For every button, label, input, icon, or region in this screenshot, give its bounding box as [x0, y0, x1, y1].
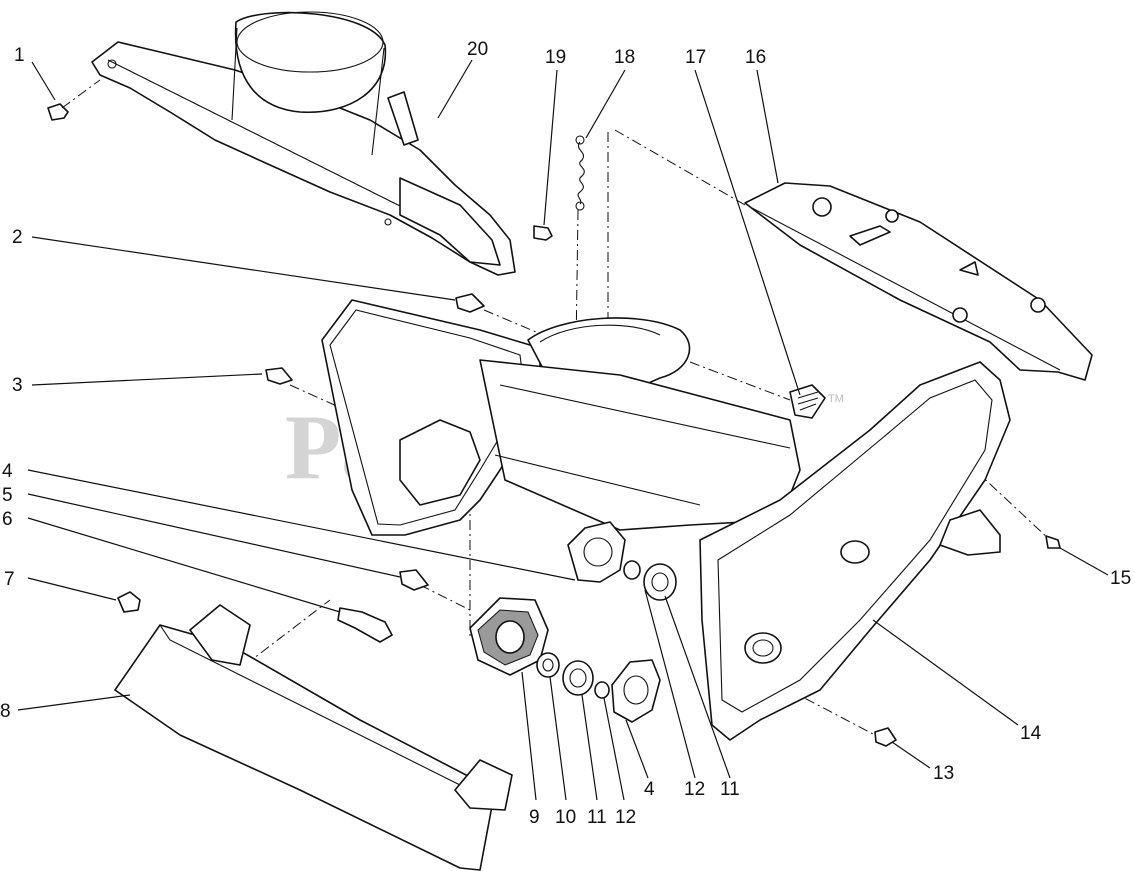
callout-13: 13 — [933, 763, 954, 784]
callout-10: 10 — [555, 807, 576, 828]
callout-20: 20 — [467, 39, 488, 60]
callout-labels: 1 2 3 4 5 6 7 8 9 10 11 12 4 12 11 13 14… — [0, 39, 1131, 828]
callout-18: 18 — [614, 47, 635, 68]
part-3-bolt — [265, 367, 293, 385]
part-2-bolt — [455, 293, 485, 313]
callout-4-lower: 4 — [644, 779, 655, 800]
callout-16: 16 — [745, 47, 766, 68]
callout-12-upper: 12 — [684, 779, 705, 800]
part-18-spring — [575, 135, 585, 211]
callout-6: 6 — [2, 509, 13, 530]
callout-17: 17 — [685, 47, 706, 68]
part-10-washer — [536, 652, 560, 678]
part-15-bolt — [1045, 535, 1061, 549]
part-13-nut — [874, 727, 897, 747]
callout-19: 19 — [545, 47, 566, 68]
callout-15: 15 — [1110, 568, 1131, 589]
callout-2: 2 — [12, 227, 23, 248]
part-20-chute-housing — [91, 11, 516, 276]
part-14-main-housing — [321, 299, 1011, 741]
part-7-nut — [117, 591, 141, 613]
part-8-scraper-bar — [114, 604, 513, 871]
callout-9: 9 — [529, 807, 540, 828]
callout-12-lower: 12 — [615, 807, 636, 828]
leader-lines — [17, 59, 1109, 801]
part-5-bolt — [399, 569, 429, 591]
callout-1: 1 — [14, 45, 25, 66]
part-6-carriage-bolt — [337, 607, 393, 643]
fasteners — [117, 293, 1061, 747]
part-11-bearing — [562, 660, 594, 696]
part-17-latch — [789, 384, 826, 419]
part-1-clip-nut — [47, 79, 101, 121]
part-12-ring — [594, 681, 610, 699]
callout-7: 7 — [4, 569, 15, 590]
watermark-trademark: TM — [828, 393, 844, 405]
part-4-flange — [611, 659, 661, 723]
callout-11-lower: 11 — [587, 807, 607, 828]
callout-4: 4 — [2, 461, 13, 482]
part-19-bolt — [533, 225, 553, 241]
callout-14: 14 — [1020, 723, 1042, 744]
part-16-bracket-bar — [744, 182, 1093, 381]
part-11-12-upper-bearing — [623, 560, 677, 601]
callout-3: 3 — [12, 375, 23, 396]
callout-8: 8 — [0, 701, 11, 722]
callout-5: 5 — [2, 485, 13, 506]
part-9-bearing-housing — [469, 597, 549, 676]
callout-11-upper: 11 — [720, 779, 740, 800]
